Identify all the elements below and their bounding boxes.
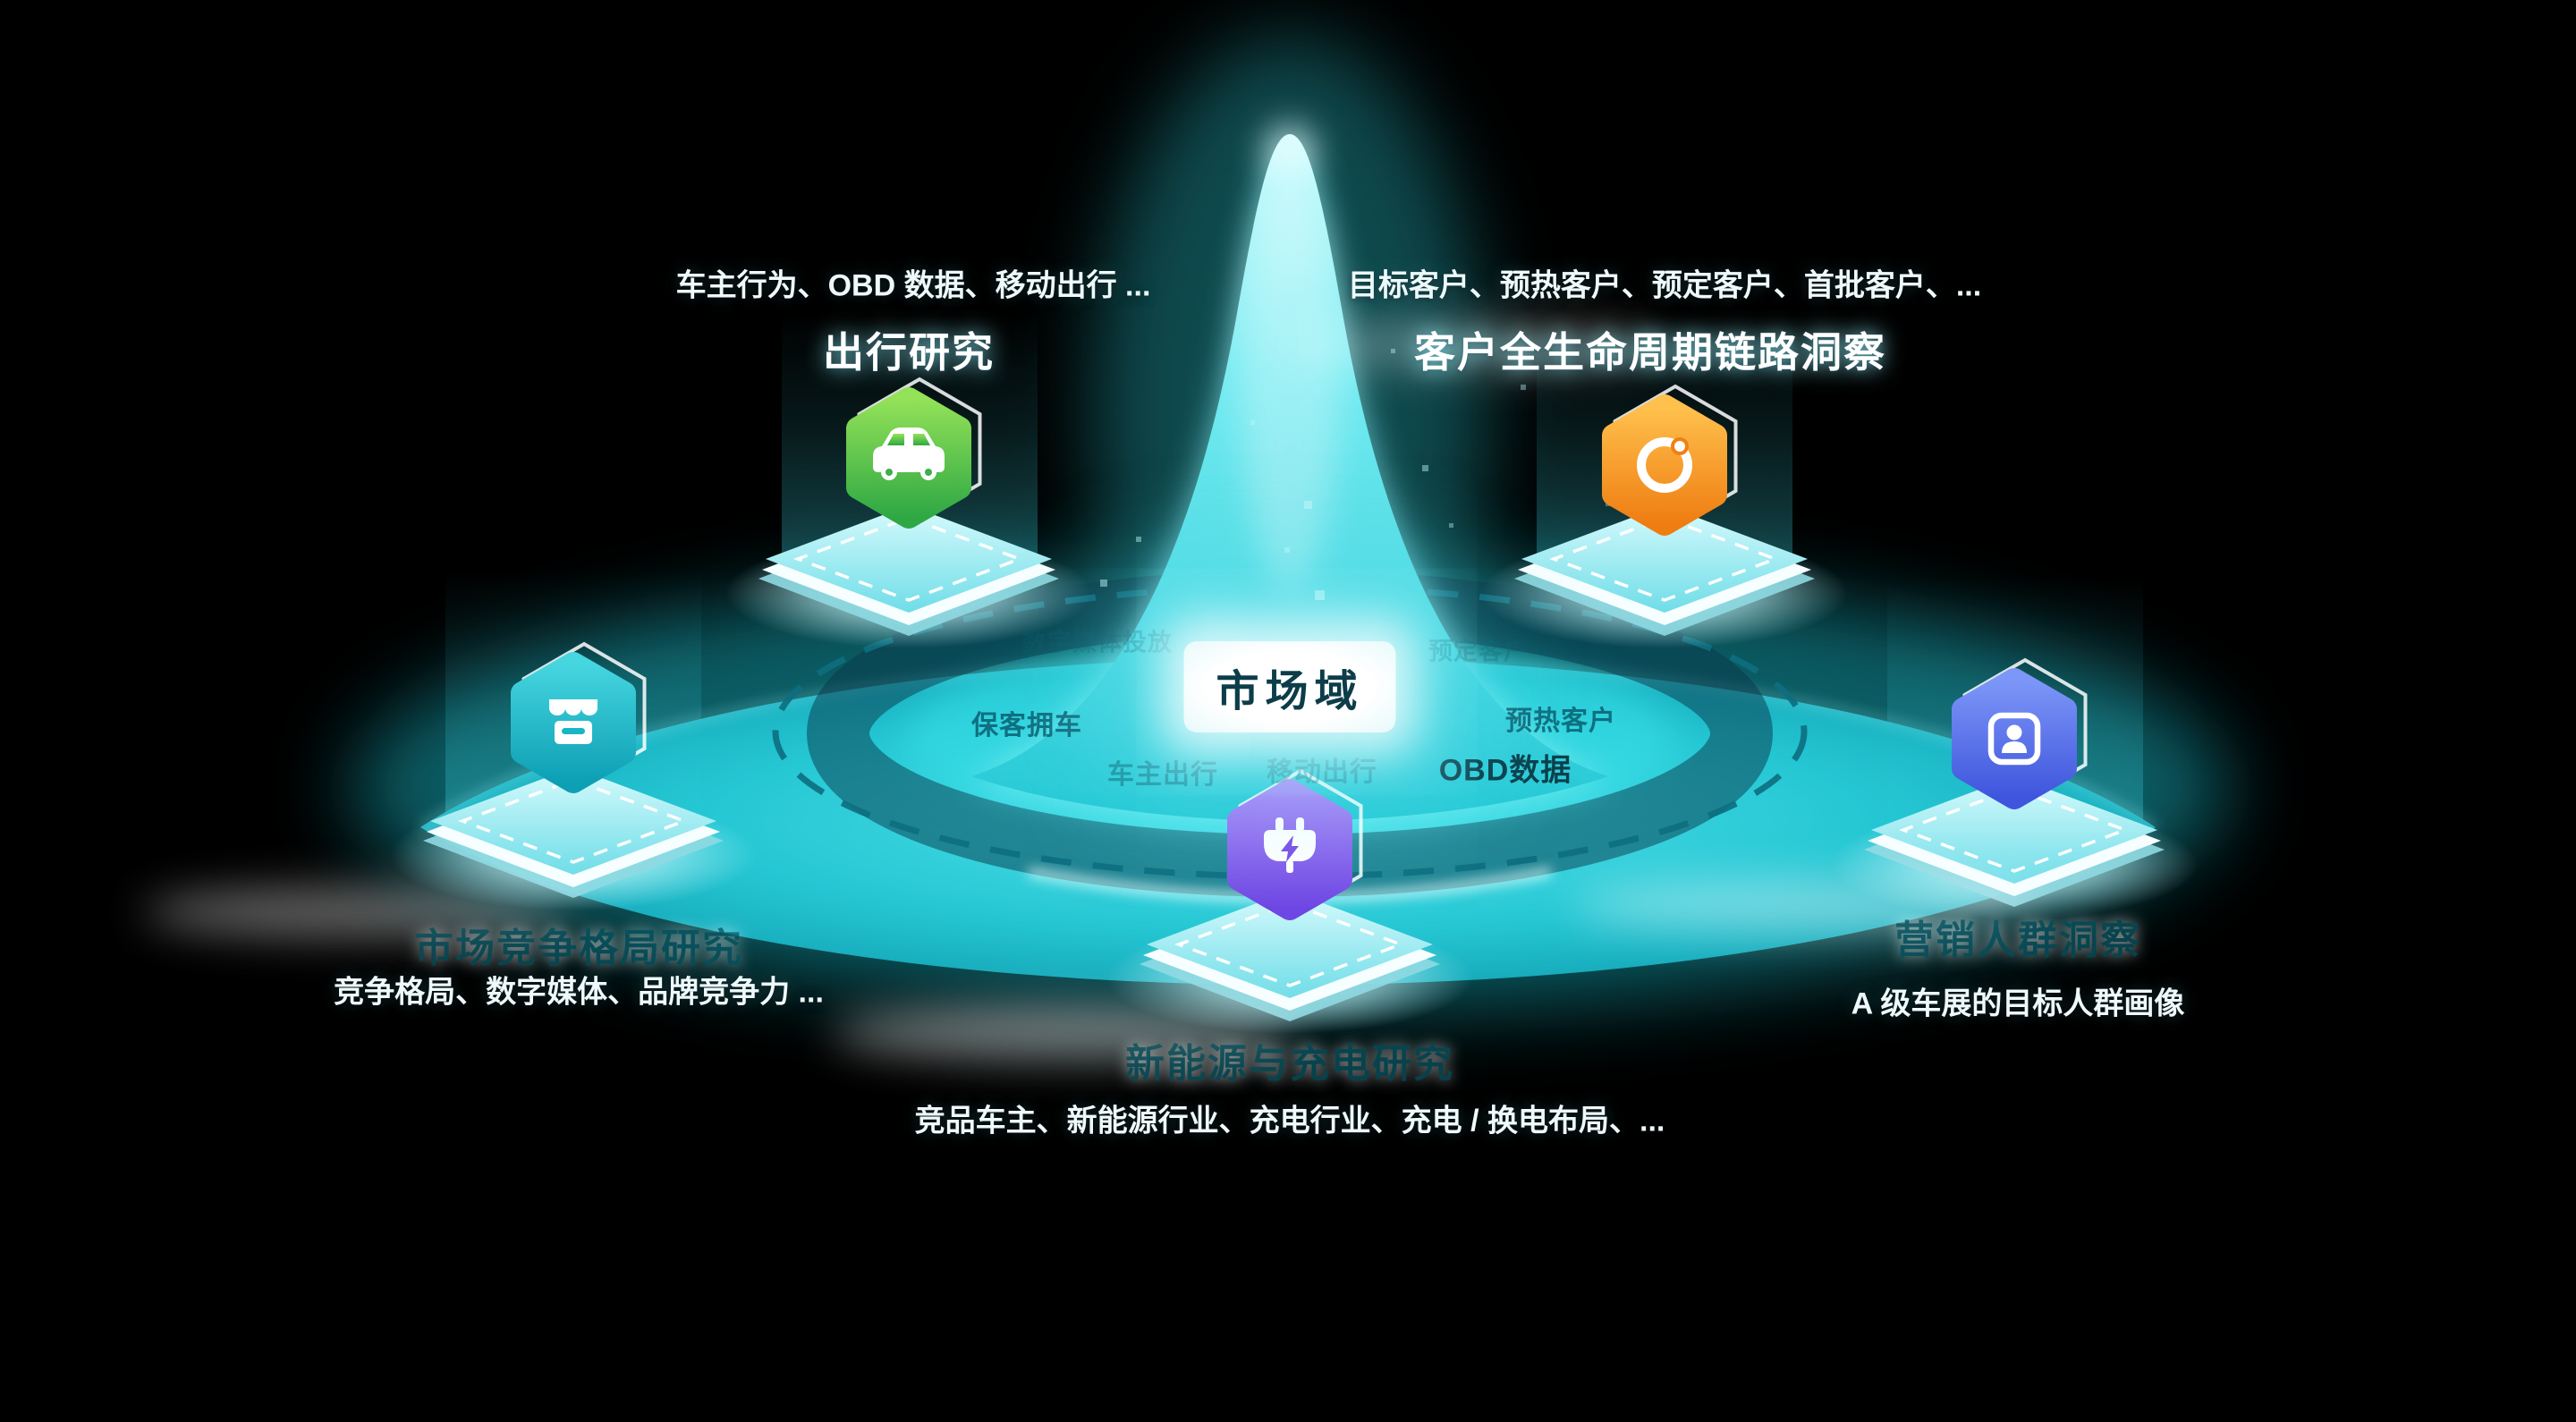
lifecycle-desc: 目标客户、预热客户、预定客户、首批客户、... [1347, 268, 1982, 303]
competition-title: 市场竞争格局研究 [414, 927, 743, 970]
ring-label-retention: 保客拥车 [971, 711, 1082, 741]
travel-research-desc: 车主行为、OBD 数据、移动出行 ... [675, 268, 1151, 303]
energy-title: 新能源与充电研究 [1125, 1042, 1454, 1086]
person-badge-icon [1987, 712, 2041, 766]
competition-hexagon-badge [511, 641, 647, 793]
peak-tip-light [1263, 123, 1317, 177]
orbit-icon [1637, 437, 1692, 493]
storefront-icon [549, 699, 597, 744]
charging-plug-icon [1264, 817, 1316, 873]
ring-label-digital-media: 数字媒体投放 [1022, 629, 1173, 656]
lifecycle-title: 客户全生命周期链路洞察 [1414, 329, 1886, 376]
ring-label-mobility: 移动出行 [1267, 758, 1377, 787]
platform-energy [1106, 891, 1473, 1034]
ring-label-pre-order: 预定客户 [1428, 638, 1529, 665]
competition-desc: 竞争格局、数字媒体、品牌竞争力 ... [334, 975, 824, 1010]
glow-streak [143, 888, 572, 936]
travel-research-title: 出行研究 [823, 329, 995, 376]
lifecycle-hexagon-badge [1602, 384, 1738, 536]
peak-core-light [1241, 179, 1339, 590]
car-icon [873, 427, 945, 480]
ring-label-owner-travel: 车主出行 [1107, 760, 1218, 790]
glow-streak [1288, 321, 1664, 369]
platform-travel [725, 505, 1092, 648]
platform-competition [390, 767, 757, 910]
ring-label-warm-customers: 预热客户 [1505, 707, 1616, 736]
glow-streak [832, 1007, 1297, 1059]
energy-hexagon-badge [1227, 768, 1363, 920]
audience-desc: A 级车展的目标人群画像 [1851, 986, 2185, 1021]
energy-desc: 竞品车主、新能源行业、充电行业、充电 / 换电布局、... [914, 1104, 1665, 1138]
platform-audience [1831, 776, 2198, 919]
ring-label-obd-data: OBD数据 [1438, 753, 1572, 788]
market-domain-label: 市场域 [1183, 641, 1396, 732]
travel-hexagon-badge [846, 377, 982, 529]
audience-hexagon-badge [1952, 657, 2088, 809]
platform-lifecycle [1481, 505, 1848, 648]
glow-streak [1574, 879, 2039, 931]
audience-title: 营销人群洞察 [1894, 918, 2141, 962]
